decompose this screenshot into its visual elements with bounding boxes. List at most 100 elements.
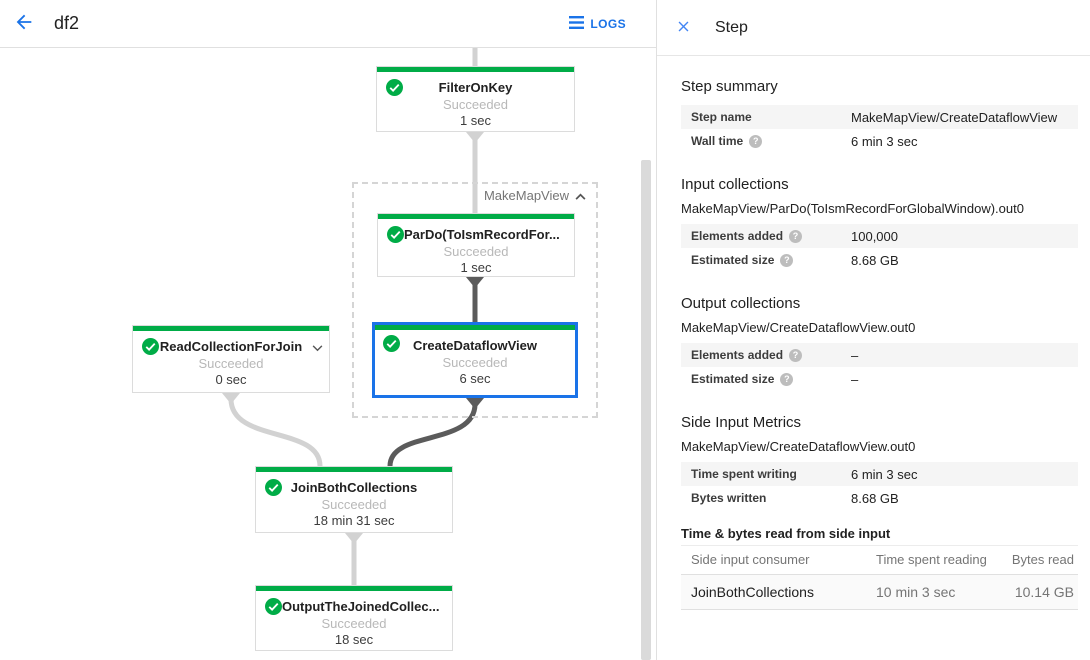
node-status: Succeeded	[321, 616, 387, 631]
node-title: CreateDataflowView	[412, 338, 538, 353]
help-icon[interactable]: ?	[789, 229, 803, 243]
node-status-bar	[256, 467, 452, 472]
node-time: 6 sec	[459, 371, 491, 386]
node-time: 0 sec	[215, 372, 247, 387]
panel-header: Step	[657, 0, 1090, 56]
row-label: Estimated size?	[691, 253, 851, 267]
node-status: Succeeded	[443, 244, 509, 259]
expand-icon[interactable]	[312, 339, 323, 357]
node-title: ReadCollectionForJoin	[159, 339, 303, 354]
bytes-read: 10.14 GB	[1014, 584, 1074, 600]
section-side-input-metrics: Side Input Metrics MakeMapView/CreateDat…	[681, 414, 1078, 510]
node-time: 18 sec	[334, 632, 374, 647]
back-button[interactable]	[4, 4, 44, 44]
side-input-table: Side input consumer Time spent reading B…	[681, 545, 1078, 610]
top-bar: df2 LOGS	[0, 0, 656, 48]
row-label: Step name	[691, 110, 752, 124]
vertical-scrollbar[interactable]	[641, 160, 651, 660]
column-header: Side input consumer	[691, 552, 810, 567]
row-value: 6 min 3 sec	[851, 466, 918, 482]
column-header: Time spent reading	[876, 552, 987, 567]
node-status-bar	[377, 67, 574, 72]
panel-title: Step	[715, 18, 748, 36]
graph-pane: df2 LOGS	[0, 0, 656, 660]
detail-row: Bytes written 8.68 GB	[681, 486, 1078, 510]
node-time: 18 min 31 sec	[313, 513, 395, 528]
logs-button[interactable]: LOGS	[569, 15, 626, 32]
detail-row: Elements added? 100,000	[681, 224, 1078, 248]
check-circle-icon	[386, 79, 403, 96]
column-header: Bytes read	[1011, 552, 1074, 567]
row-label: Elements added?	[691, 229, 851, 243]
section-heading: Step summary	[681, 78, 778, 95]
check-circle-icon	[265, 598, 282, 615]
table-header-row: Side input consumer Time spent reading B…	[681, 545, 1078, 575]
section-output-collections: Output collections MakeMapView/CreateDat…	[681, 295, 1078, 391]
node-time: 1 sec	[460, 260, 492, 275]
row-label: Time spent writing	[691, 467, 797, 481]
detail-row: Time spent writing 6 min 3 sec	[681, 462, 1078, 486]
table-heading: Time & bytes read from side input	[681, 526, 891, 541]
node-status: Succeeded	[198, 356, 264, 371]
node-status-bar	[133, 326, 329, 331]
row-label: Estimated size?	[691, 372, 851, 386]
node-time: 1 sec	[459, 113, 492, 128]
detail-row: Step name MakeMapView/CreateDataflowView	[681, 105, 1078, 129]
group-makemapview: MakeMapView	[352, 182, 598, 418]
detail-row: Estimated size? –	[681, 367, 1078, 391]
row-value: –	[851, 371, 859, 387]
row-value: MakeMapView/CreateDataflowView	[851, 109, 1058, 125]
section-step-summary: Step summary Step name MakeMapView/Creat…	[681, 78, 1078, 153]
job-title: df2	[54, 13, 80, 33]
node-status-bar	[256, 586, 452, 591]
help-icon[interactable]: ?	[749, 134, 763, 148]
detail-row: Wall time? 6 min 3 sec	[681, 129, 1078, 153]
node-status: Succeeded	[442, 355, 508, 370]
check-circle-icon	[265, 479, 282, 496]
group-makemapview-label[interactable]: MakeMapView	[481, 188, 588, 203]
node-status-bar	[378, 214, 574, 219]
collection-name: MakeMapView/CreateDataflowView.out0	[681, 320, 916, 335]
section-heading: Output collections	[681, 295, 801, 312]
help-icon[interactable]: ?	[780, 253, 794, 267]
group-label-text: MakeMapView	[483, 188, 569, 203]
node-pardo-toismrecord[interactable]: ParDo(ToIsmRecordFor... Succeeded 1 sec	[377, 213, 575, 277]
help-icon[interactable]: ?	[780, 372, 794, 386]
time-spent-reading: 10 min 3 sec	[876, 584, 956, 600]
row-value: 6 min 3 sec	[851, 133, 918, 149]
collapse-icon	[575, 188, 586, 203]
node-filteronkey[interactable]: FilterOnKey Succeeded 1 sec	[376, 66, 575, 132]
node-joinbothcollections[interactable]: JoinBothCollections Succeeded 18 min 31 …	[255, 466, 453, 533]
graph-canvas[interactable]: MakeMapView FilterOnKey Succeeded 1 sec	[0, 48, 656, 660]
node-title: ParDo(ToIsmRecordFor...	[404, 227, 560, 242]
back-arrow-icon	[13, 11, 35, 36]
node-outputthejoinedcollection[interactable]: OutputTheJoinedCollec... Succeeded 18 se…	[255, 585, 453, 651]
check-circle-icon	[387, 226, 404, 243]
node-status: Succeeded	[442, 97, 509, 112]
panel-body: Step summary Step name MakeMapView/Creat…	[657, 56, 1090, 610]
close-panel-button[interactable]	[663, 8, 703, 48]
row-value: 8.68 GB	[851, 490, 899, 506]
node-readcollectionforjoin[interactable]: ReadCollectionForJoin Succeeded 0 sec	[132, 325, 330, 393]
detail-row: Estimated size? 8.68 GB	[681, 248, 1078, 272]
row-value: –	[851, 347, 859, 363]
node-title: FilterOnKey	[438, 80, 513, 95]
section-heading: Input collections	[681, 176, 789, 193]
section-side-input-table: Time & bytes read from side input Side i…	[681, 526, 1078, 610]
row-label: Elements added?	[691, 348, 851, 362]
node-createdataflowview[interactable]: CreateDataflowView Succeeded 6 sec	[372, 322, 578, 398]
section-input-collections: Input collections MakeMapView/ParDo(ToIs…	[681, 176, 1078, 272]
logs-icon	[569, 15, 585, 32]
check-circle-icon	[383, 335, 400, 352]
row-value: 8.68 GB	[851, 252, 899, 268]
collection-name: MakeMapView/ParDo(ToIsmRecordForGlobalWi…	[681, 201, 1024, 216]
row-value: 100,000	[851, 228, 898, 244]
logs-label: LOGS	[590, 16, 626, 31]
row-label: Wall time?	[691, 134, 851, 148]
side-input-consumer: JoinBothCollections	[691, 584, 814, 600]
collection-name: MakeMapView/CreateDataflowView.out0	[681, 439, 916, 454]
node-status: Succeeded	[321, 497, 387, 512]
help-icon[interactable]: ?	[789, 348, 803, 362]
detail-row: Elements added? –	[681, 343, 1078, 367]
